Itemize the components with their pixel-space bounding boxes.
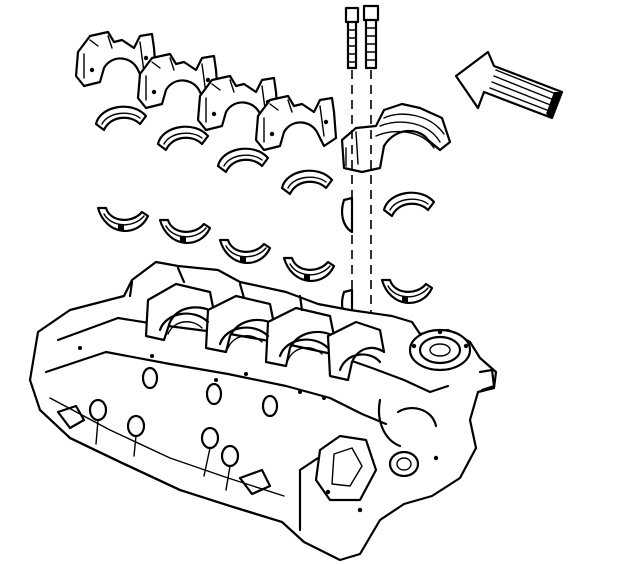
upper-bearing-shell-4 xyxy=(280,169,334,196)
lower-bearing-shell-1 xyxy=(96,206,150,233)
upper-bearing-shell-5 xyxy=(382,191,436,218)
bearing-cap-bolt-2 xyxy=(362,4,380,70)
upper-bearing-shell-1 xyxy=(94,105,148,132)
upper-bearing-shell-2 xyxy=(156,125,210,152)
lower-bearing-shell-5 xyxy=(380,278,434,305)
bearing-cap-4 xyxy=(254,94,338,152)
engine-block xyxy=(28,260,498,562)
lower-bearing-shell-3 xyxy=(218,238,272,265)
bearing-cap-bolt-1 xyxy=(344,6,360,70)
lower-bearing-shell-2 xyxy=(158,218,212,245)
lower-bearing-shell-4 xyxy=(282,256,336,283)
thrust-washer-1 xyxy=(341,196,354,234)
rear-bearing-cap xyxy=(340,102,452,174)
direction-arrow-icon xyxy=(454,50,564,120)
upper-bearing-shell-3 xyxy=(216,147,270,174)
